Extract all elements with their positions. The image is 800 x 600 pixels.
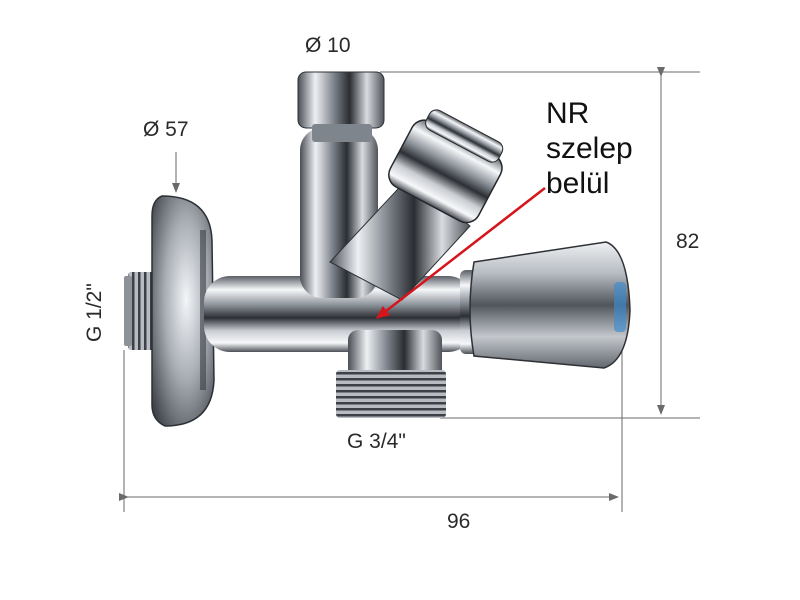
dimension-lines (119, 67, 700, 512)
note-line-1: NR (546, 97, 590, 130)
valve-handle (469, 241, 631, 369)
valve-note: NR szelep belül (546, 96, 633, 201)
top-diameter-label: Ø 10 (305, 34, 351, 57)
valve-pointer-arrow (376, 187, 546, 319)
height-label: 82 (676, 230, 700, 253)
angle-valve (124, 71, 631, 427)
top-compression-nut (297, 71, 385, 129)
note-line-3: belül (546, 167, 610, 200)
wall-flange (151, 195, 215, 427)
bottom-outlet-body (348, 330, 442, 380)
flange-diameter-label: Ø 57 (143, 118, 189, 141)
width-label: 96 (447, 510, 471, 533)
hose-connector-cap (388, 109, 504, 224)
note-line-2: szelep (546, 132, 633, 165)
bottom-thread-label: G 3/4" (347, 430, 406, 453)
bottom-thread (336, 370, 446, 418)
left-thread-label: G 1/2" (83, 283, 106, 342)
